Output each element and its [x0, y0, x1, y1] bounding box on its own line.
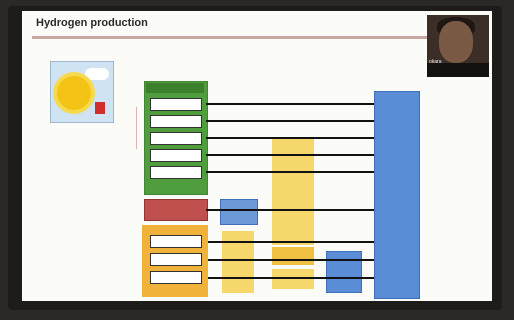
connector-line: [206, 103, 374, 105]
source-item-2: [150, 115, 202, 128]
bracket-line: [136, 107, 137, 149]
slide-title: Hydrogen production: [36, 17, 148, 29]
connector-line: [208, 259, 374, 261]
flag-shape: [95, 102, 105, 114]
electrolysis-box: [272, 139, 314, 245]
source-item-1: [150, 98, 202, 111]
fossil-item-3: [150, 271, 202, 284]
conversion-box: [326, 251, 362, 293]
connector-line: [206, 209, 374, 211]
source-item-4: [150, 149, 202, 162]
cloud-shape: [85, 68, 109, 80]
renewable-sources-header: [146, 83, 204, 93]
process-box-2: [272, 247, 314, 265]
fossil-item-1: [150, 235, 202, 248]
process-box-3: [272, 269, 314, 289]
presenter-face: [439, 21, 473, 63]
sun-disc: [57, 76, 91, 110]
presenter-shirt: [427, 63, 489, 77]
presenter-name: okara: [429, 59, 442, 65]
connector-line: [208, 277, 374, 279]
connector-line: [206, 154, 374, 156]
nuclear-box: [144, 199, 208, 221]
process-box-small-blue: [220, 199, 258, 225]
source-item-5: [150, 166, 202, 179]
title-divider: [32, 36, 437, 39]
connector-line: [206, 120, 374, 122]
presentation-slide: Hydrogen production okara: [22, 11, 492, 301]
connector-line: [208, 241, 374, 243]
connector-line: [206, 137, 374, 139]
connector-line: [206, 171, 374, 173]
source-item-3: [150, 132, 202, 145]
fossil-fuels-box: [142, 225, 208, 297]
sun-icon: [50, 61, 114, 123]
fossil-item-2: [150, 253, 202, 266]
presenter-webcam[interactable]: okara: [427, 15, 489, 77]
hydrogen-output-box: [374, 91, 420, 299]
